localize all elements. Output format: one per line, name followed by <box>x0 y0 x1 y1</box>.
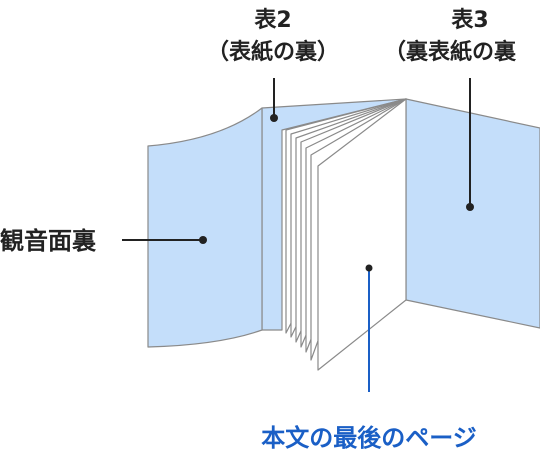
label-cover2-sub: （表紙の裏） <box>207 39 339 65</box>
label-last-page: 本文の最後のページ <box>261 424 477 452</box>
gatefold-flap-panel <box>147 107 263 348</box>
label-cover3-sub: （裏表紙の裏 <box>384 39 517 65</box>
page-stack <box>285 98 407 371</box>
label-cover3-title: 表3 <box>451 8 488 33</box>
label-kannon-back: 観音面裏 <box>0 227 97 255</box>
dot-cover3 <box>466 203 474 211</box>
label-cover2-title: 表2 <box>254 8 291 33</box>
leader-lines <box>122 78 474 392</box>
dot-kannon <box>199 236 207 244</box>
dot-cover2 <box>270 114 278 122</box>
dot-last-page <box>365 264 373 272</box>
back-cover-inside-panel <box>405 98 540 329</box>
last-text-page <box>317 98 407 371</box>
